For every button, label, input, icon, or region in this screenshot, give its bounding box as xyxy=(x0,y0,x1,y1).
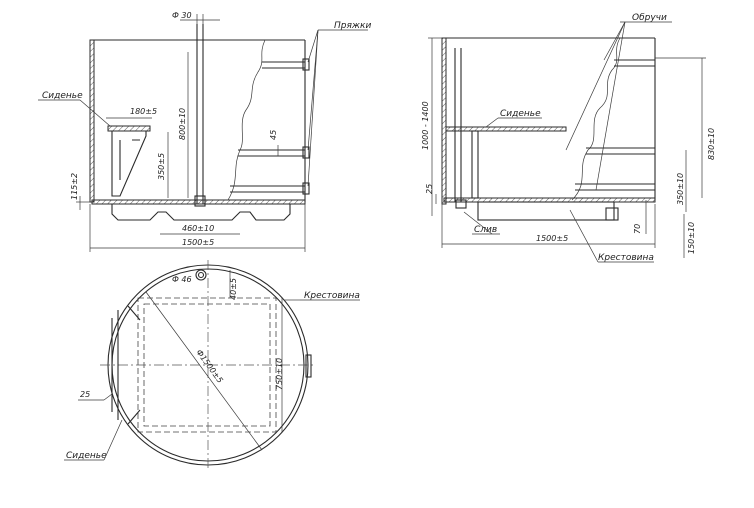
dim-40: 40±5 xyxy=(229,278,238,300)
label-crosspiece-plan: Крестовина xyxy=(304,291,360,301)
dim-150: 150±10 xyxy=(687,222,696,254)
label-seat-front: Сиденье xyxy=(42,91,83,101)
label-seat-plan: Сиденье xyxy=(66,451,107,461)
dim-350: 350±5 xyxy=(157,153,166,180)
label-seat-side: Сиденье xyxy=(500,109,541,119)
dim-800: 800±10 xyxy=(178,108,187,140)
dim-pipe-diameter: Ф 30 xyxy=(172,11,192,20)
label-buckles: Пряжки xyxy=(334,21,371,31)
front-bottom-board xyxy=(91,199,306,205)
front-seat xyxy=(107,125,151,132)
dim-115: 115±2 xyxy=(70,173,79,200)
front-break-line xyxy=(227,39,266,201)
side-crosspiece xyxy=(477,201,615,221)
dim-1500-side: 1500±5 xyxy=(536,234,568,243)
front-view: Ф 30 800±10 350±5 180±5 45 115±2 460±10 … xyxy=(38,11,371,252)
label-crosspiece-side: Крестовина xyxy=(598,253,654,263)
dim-seat-width: 180±5 xyxy=(130,107,157,116)
dim-1500-front: 1500±5 xyxy=(182,238,214,247)
dim-25-plan: 25 xyxy=(80,390,90,399)
plan-view: Ф1500±5 Ф 46 40±5 750±10 25 Крестовина С… xyxy=(64,260,360,470)
dim-plan-diameter: Ф1500±5 xyxy=(194,348,224,385)
dim-830: 830±10 xyxy=(707,128,716,160)
side-seat xyxy=(445,126,567,132)
front-crosspiece xyxy=(111,204,291,221)
dim-750: 750±10 xyxy=(275,358,284,390)
dim-drain-diameter: Ф 46 xyxy=(172,275,192,284)
dim-70: 70 xyxy=(633,224,642,234)
dim-height-range: 1000 - 1400 xyxy=(421,101,430,150)
dim-45: 45 xyxy=(269,130,278,140)
dim-460: 460±10 xyxy=(182,224,214,233)
drain xyxy=(455,199,467,209)
label-drain: Слив xyxy=(474,225,497,235)
side-view: 1000 - 1400 830±10 350±10 150±10 70 25 1… xyxy=(421,13,716,263)
label-hoops: Обручи xyxy=(632,13,667,23)
drain-circle xyxy=(195,269,207,281)
side-left-wall xyxy=(441,37,447,205)
dim-25-side: 25 xyxy=(425,184,434,194)
front-left-wall xyxy=(89,39,95,203)
dim-350-side: 350±10 xyxy=(676,173,685,205)
